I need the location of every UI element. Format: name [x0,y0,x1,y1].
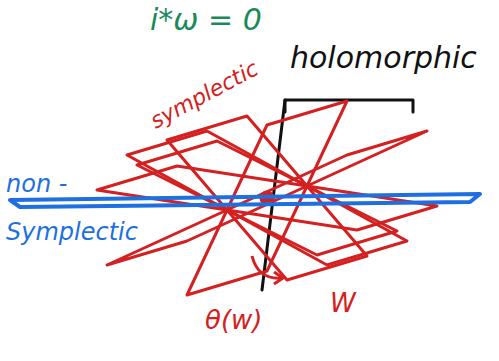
plane-label: symplectic [146,56,262,134]
angle-label: θ(w) [205,305,262,335]
plane-label: holomorphic [290,40,477,75]
plane-label: W [330,288,356,318]
angle-arrowhead [274,272,283,284]
non-symplectic-plane [10,194,480,207]
equation-label: i*ω = 0 [150,2,262,37]
plane-label: non - Symplectic [6,160,166,256]
plane-edge [285,100,413,112]
